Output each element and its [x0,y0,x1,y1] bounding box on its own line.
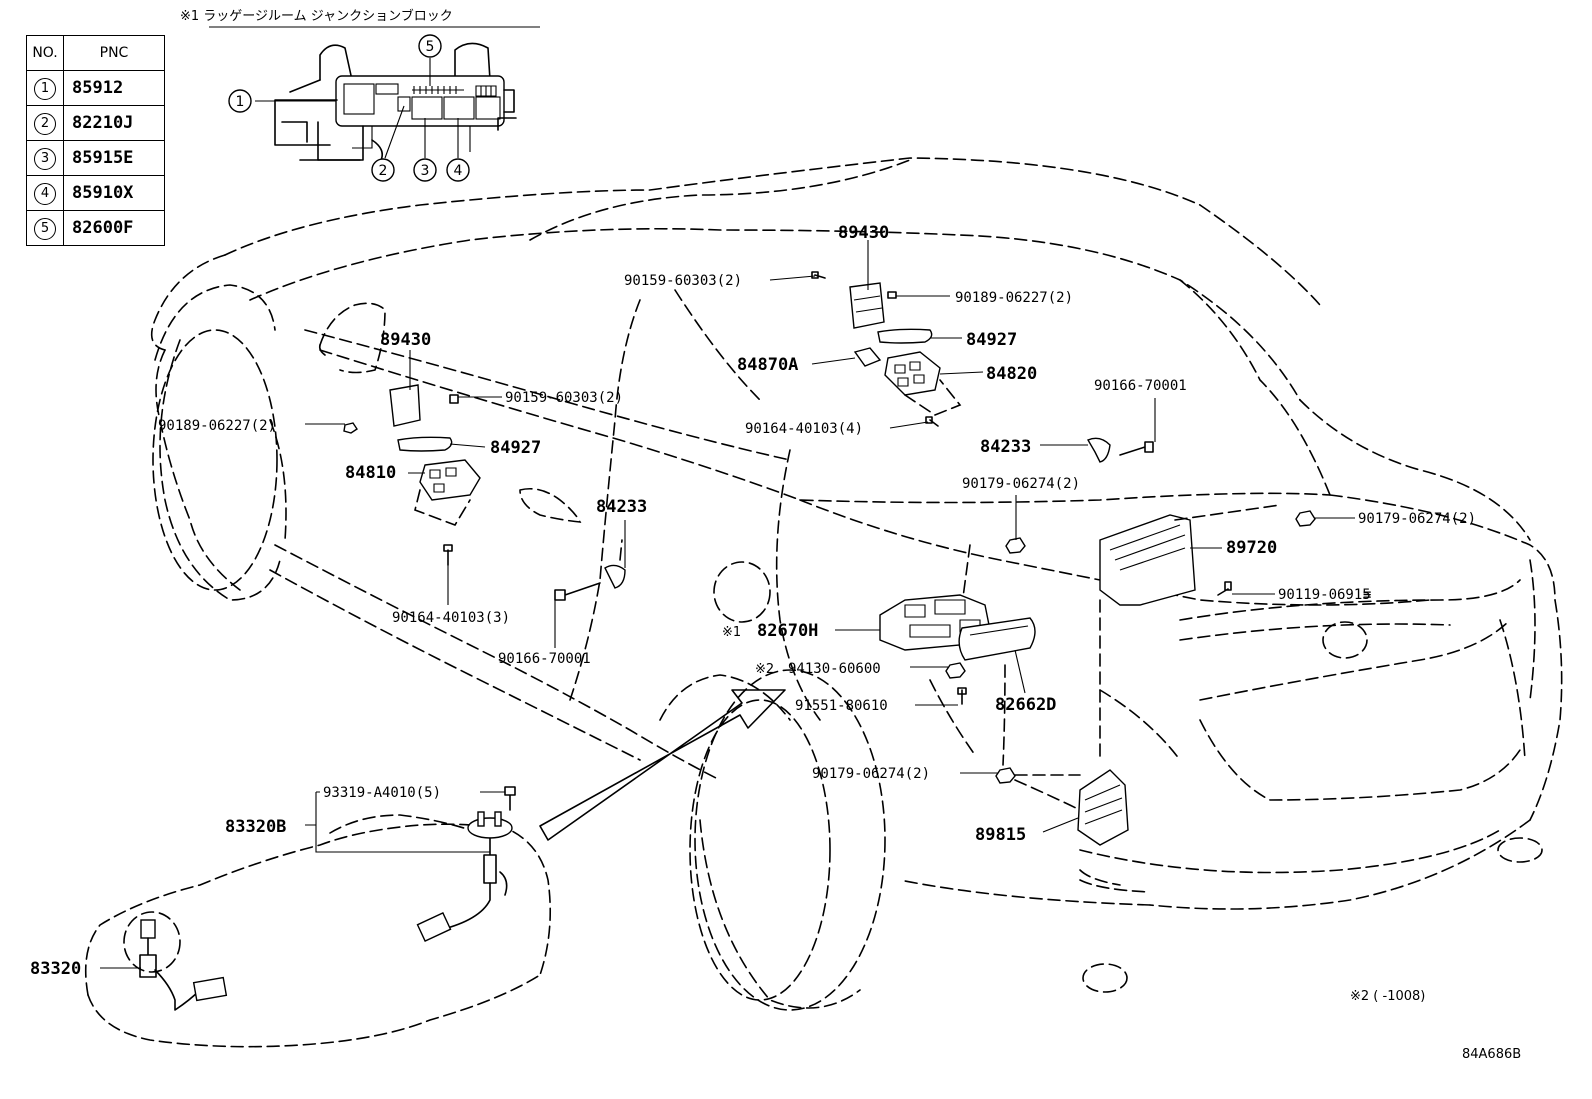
part-84810[interactable] [419,459,481,501]
row-pnc[interactable]: 82210J [63,105,165,141]
callout-1: 1 [236,94,245,110]
label-89430-rear[interactable]: 89430 [838,223,889,243]
label-89430-front[interactable]: 89430 [380,330,431,350]
part-labels: 89430 90159-60303(2) 90189-06227(2) 8492… [30,223,1476,979]
table-row: 4 85910X [26,175,165,211]
label-84820[interactable]: 84820 [986,364,1037,384]
label-90179-c[interactable]: 90179-06274(2) [812,766,930,782]
label-84233-left[interactable]: 84233 [596,497,647,517]
callout-4: 4 [454,163,463,179]
note-mark-1: ※1 [722,625,741,640]
car-body-outline [150,157,1563,993]
part-89815[interactable] [1077,769,1129,846]
junction-block-drawing [274,42,517,163]
label-82670H[interactable]: 82670H [757,621,818,641]
part-84927-rear[interactable] [877,328,933,344]
label-90164-front[interactable]: 90164-40103(3) [392,610,510,626]
label-90166-right[interactable]: 90166-70001 [1094,378,1187,394]
part-84233-left[interactable] [604,564,626,589]
label-89720[interactable]: 89720 [1226,538,1277,558]
svg-text:≡: ≡ [1363,587,1371,603]
label-90179-a[interactable]: 90179-06274(2) [962,476,1080,492]
callout-2: 2 [379,163,388,179]
row-pnc[interactable]: 85915E [63,140,165,176]
footnote: ※2 ( -1008) [1350,989,1425,1004]
label-90119[interactable]: 90119-06915 [1278,587,1371,603]
label-83320[interactable]: 83320 [30,959,81,979]
label-84927-rear[interactable]: 84927 [966,330,1017,350]
inset-title: ※1 ラッゲージルーム ジャンクションブロック [180,8,453,24]
table-row: 3 85915E [26,140,165,176]
row-number: 3 [26,140,64,176]
part-84927-front[interactable] [397,436,453,452]
leader-lines [100,240,1355,969]
label-90166-left[interactable]: 90166-70001 [498,651,591,667]
part-89720[interactable] [1099,514,1196,606]
label-90164-rear[interactable]: 90164-40103(4) [745,421,863,437]
label-90159-front[interactable]: 90159-60303(2) [505,390,623,406]
label-84870A[interactable]: 84870A [737,355,798,375]
callout-3: 3 [421,163,430,179]
front-wheel [152,284,287,601]
part-82662D[interactable] [958,617,1036,661]
col-header-no: NO. [26,35,64,71]
fuel-tank-assembly [84,689,786,1048]
label-89815[interactable]: 89815 [975,825,1026,845]
label-90159-rear[interactable]: 90159-60303(2) [624,273,742,289]
part-84870A[interactable] [853,347,882,367]
table-row: 1 85912 [26,70,165,106]
label-83320B[interactable]: 83320B [225,817,286,837]
note-mark-2: ※2 [755,662,774,677]
table-row: 2 82210J [26,105,165,141]
table-row: 5 82600F [26,210,165,246]
label-90189-front[interactable]: 90189-06227(2) [158,418,276,434]
label-84810[interactable]: 84810 [345,463,396,483]
part-89430-rear[interactable] [849,282,885,329]
parts-components [343,271,1316,846]
label-90189-rear[interactable]: 90189-06227(2) [955,290,1073,306]
label-82662D[interactable]: 82662D [995,695,1056,715]
col-header-pnc: PNC [63,35,165,71]
label-84233-right[interactable]: 84233 [980,437,1031,457]
rear-wheel [659,669,886,1011]
pnc-table-header: NO. PNC [26,35,165,71]
label-84927-front[interactable]: 84927 [490,438,541,458]
label-91551[interactable]: 91551-80610 [795,698,888,714]
part-84820[interactable] [884,351,941,396]
label-94130[interactable]: 94130-60600 [788,661,881,677]
callout-5: 5 [426,39,435,55]
row-number: 4 [26,175,64,211]
part-84233-right[interactable] [1086,437,1111,463]
label-93319[interactable]: 93319-A4010(5) [323,785,441,801]
row-pnc[interactable]: 85912 [63,70,165,106]
row-pnc[interactable]: 85910X [63,175,165,211]
row-pnc[interactable]: 82600F [63,210,165,246]
junction-block-inset: ※1 ラッゲージルーム ジャンクションブロック 1 2 [180,8,540,182]
label-90179-b[interactable]: 90179-06274(2) [1358,511,1476,527]
pnc-table: NO. PNC 1 85912 2 82210J 3 85915E 4 8591… [26,35,165,246]
part-89430-front[interactable] [389,384,421,427]
diagram-code: 84A686B [1462,1047,1521,1062]
